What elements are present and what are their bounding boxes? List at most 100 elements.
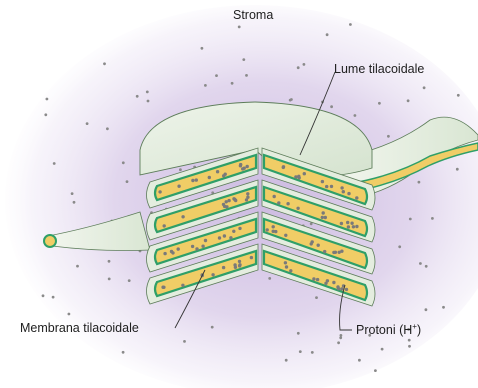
stroma-dot xyxy=(126,180,129,183)
lumen-proton-dot xyxy=(195,178,198,181)
lumen-proton-dot xyxy=(296,207,299,210)
lumen-proton-dot xyxy=(234,199,237,202)
label-protoni-text: Protoni (H xyxy=(356,323,412,337)
lumen-proton-dot xyxy=(322,211,325,214)
lumen-proton-dot xyxy=(332,281,335,284)
stroma-dot xyxy=(398,245,401,248)
stroma-dot xyxy=(419,262,422,265)
lumen-proton-dot xyxy=(286,202,289,205)
stroma-dot xyxy=(179,168,182,171)
stroma-dot xyxy=(358,359,361,362)
lumen-proton-dot xyxy=(355,225,358,228)
lumen-proton-dot xyxy=(284,261,287,264)
lumen-proton-dot xyxy=(282,165,285,168)
lumen-proton-dot xyxy=(191,245,194,248)
lumen-proton-dot xyxy=(340,222,343,225)
stroma-dot xyxy=(297,66,300,69)
stroma-dot xyxy=(122,161,125,164)
lumen-proton-dot xyxy=(222,266,225,269)
lumen-proton-dot xyxy=(201,245,204,248)
stroma-dot xyxy=(456,168,459,171)
stroma-dot xyxy=(136,95,139,98)
stroma-dot xyxy=(42,294,45,297)
lumen-proton-dot xyxy=(163,252,166,255)
stroma-dot xyxy=(407,99,410,102)
stroma-dot xyxy=(311,351,314,354)
lumen-proton-dot xyxy=(321,216,324,219)
lumen-proton-dot xyxy=(317,244,320,247)
stroma-dot xyxy=(340,334,343,337)
lumen-proton-dot xyxy=(355,196,358,199)
lumen-proton-dot xyxy=(181,284,184,287)
lumen-proton-dot xyxy=(208,176,211,179)
lumen-proton-dot xyxy=(277,201,280,204)
lumen-proton-dot xyxy=(330,185,333,188)
lumen-proton-dot xyxy=(211,273,214,276)
lumen-proton-dot xyxy=(170,250,173,253)
stroma-dot xyxy=(71,192,74,195)
label-protoni-close: ) xyxy=(417,323,421,337)
lumen-proton-dot xyxy=(246,192,249,195)
stroma-dot xyxy=(381,348,384,351)
lumen-proton-dot xyxy=(345,288,348,291)
lumen-proton-dot xyxy=(163,224,166,227)
stroma-dot xyxy=(378,102,381,105)
stroma-dot xyxy=(108,278,111,281)
lumen-proton-dot xyxy=(332,251,335,254)
stroma-dot xyxy=(442,306,445,309)
lumen-proton-dot xyxy=(216,170,219,173)
lumen-proton-dot xyxy=(162,286,165,289)
stroma-dot xyxy=(337,341,340,344)
lumen-proton-dot xyxy=(352,225,355,228)
stroma-dot xyxy=(431,217,434,220)
stroma-dot xyxy=(76,265,79,268)
lumen-proton-dot xyxy=(229,236,232,239)
lumen-proton-dot xyxy=(324,282,327,285)
stroma-dot xyxy=(211,326,214,329)
lumen-proton-dot xyxy=(303,172,306,175)
stroma-dot xyxy=(297,332,300,335)
lumen-proton-dot xyxy=(312,277,315,280)
lumen-proton-dot xyxy=(325,185,328,188)
lumen-proton-dot xyxy=(238,264,241,267)
stroma-dot xyxy=(146,91,149,94)
lumen-proton-dot xyxy=(284,234,287,237)
lumen-proton-dot xyxy=(204,239,207,242)
stroma-dot xyxy=(349,23,352,26)
stroma-dot xyxy=(128,279,131,282)
lumen-proton-dot xyxy=(289,269,292,272)
lumen-proton-dot xyxy=(191,179,194,182)
stroma-dot xyxy=(326,33,329,36)
stroma-dot xyxy=(339,336,342,339)
stroma-dot xyxy=(330,105,333,108)
lumen-proton-dot xyxy=(225,205,228,208)
lumen-proton-dot xyxy=(225,200,228,203)
stroma-dot xyxy=(108,260,111,263)
left-lamella-opening xyxy=(44,235,56,247)
stroma-dot xyxy=(408,345,411,348)
stroma-dot xyxy=(46,98,49,101)
stroma-dot xyxy=(303,63,306,66)
lumen-proton-dot xyxy=(223,234,226,237)
lumen-proton-dot xyxy=(346,221,349,224)
lumen-proton-dot xyxy=(218,236,221,239)
lumen-proton-dot xyxy=(246,165,249,168)
stroma-dot xyxy=(204,84,207,87)
lumen-proton-dot xyxy=(195,247,198,250)
label-protoni: Protoni (H+) xyxy=(356,323,421,337)
lumen-proton-dot xyxy=(347,225,350,228)
lumen-proton-dot xyxy=(340,287,343,290)
lumen-proton-dot xyxy=(181,215,184,218)
lumen-proton-dot xyxy=(350,222,353,225)
lumen-proton-dot xyxy=(316,278,319,281)
stroma-dot xyxy=(285,359,288,362)
stroma-dot xyxy=(215,74,218,77)
lumen-proton-dot xyxy=(227,199,230,202)
lumen-proton-dot xyxy=(266,228,269,231)
stroma-dot xyxy=(122,351,125,354)
lumen-proton-dot xyxy=(245,198,248,201)
stroma-dot xyxy=(106,127,109,130)
lumen-proton-dot xyxy=(232,230,235,233)
stroma-dot xyxy=(73,201,76,204)
lumen-proton-dot xyxy=(272,225,275,228)
